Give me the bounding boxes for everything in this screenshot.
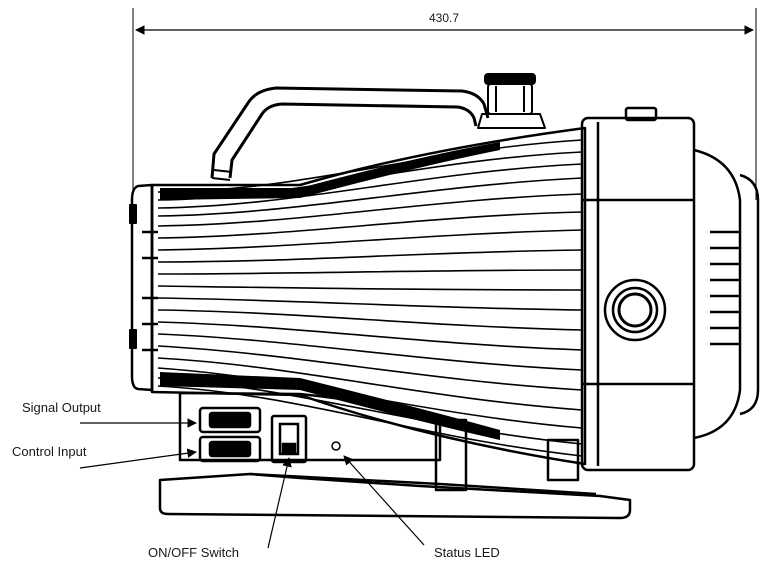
motor-housing [580, 106, 760, 472]
callout-on-off-switch: ON/OFF Switch [148, 457, 292, 560]
carry-handle [210, 86, 490, 181]
control-input-connector [198, 435, 262, 463]
signal-output-label: Signal Output [22, 400, 101, 415]
on-off-switch-label: ON/OFF Switch [148, 545, 239, 560]
fin-shadow-bottom [160, 372, 500, 440]
overall-length-label: 430.7 [429, 11, 459, 25]
callout-control-input: Control Input [12, 444, 197, 469]
base-foot [158, 418, 632, 520]
control-input-label: Control Input [12, 444, 87, 459]
pump-body [129, 73, 760, 520]
overall-length-dimension: 430.7 [132, 8, 757, 200]
signal-output-connector [198, 406, 262, 434]
on-off-switch [270, 414, 308, 464]
clamp-band-left [142, 185, 158, 392]
status-led-label: Status LED [434, 545, 500, 560]
top-port-knob [477, 73, 546, 129]
finned-body-outline [150, 126, 587, 466]
left-end-cap [129, 183, 154, 392]
callout-status-led: Status LED [343, 455, 500, 560]
fin-shadow-top [160, 142, 500, 200]
status-led [331, 441, 341, 451]
callout-signal-output: Signal Output [22, 400, 197, 428]
inlet-port [603, 278, 667, 342]
